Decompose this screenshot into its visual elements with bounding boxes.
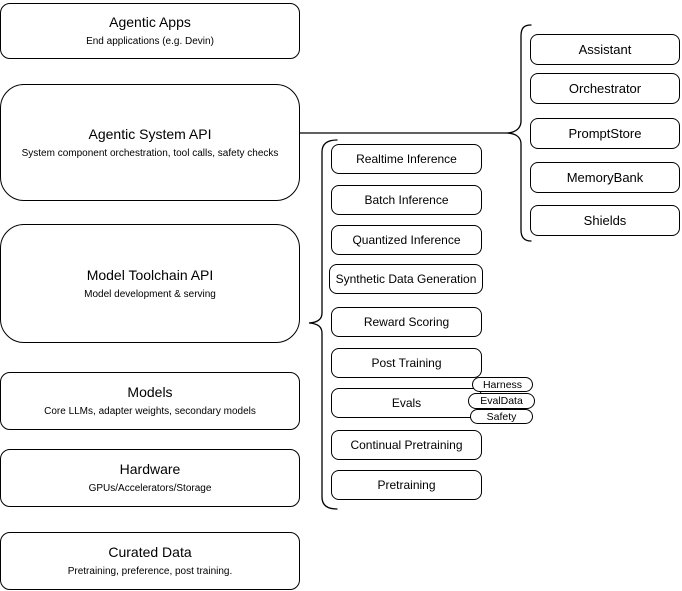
node-agentic-system-api: Agentic System API System component orch… — [0, 84, 300, 201]
node-memorybank: MemoryBank — [530, 162, 680, 193]
node-shields: Shields — [530, 205, 680, 236]
node-orchestrator: Orchestrator — [530, 73, 680, 104]
tag-evaldata: EvalData — [468, 393, 535, 409]
tag-safety: Safety — [470, 409, 533, 424]
node-reward-scoring: Reward Scoring — [331, 307, 482, 337]
node-hardware: Hardware GPUs/Accelerators/Storage — [0, 449, 300, 507]
node-continual-pretraining: Continual Pretraining — [331, 430, 482, 460]
node-subtitle: GPUs/Accelerators/Storage — [88, 483, 212, 494]
node-promptstore: PromptStore — [530, 118, 680, 149]
node-title: Curated Data — [108, 544, 192, 560]
node-models: Models Core LLMs, adapter weights, secon… — [0, 372, 300, 430]
node-subtitle: Pretraining, preference, post training. — [67, 566, 233, 577]
node-subtitle: Model development & serving — [84, 288, 216, 300]
node-synthetic-data-generation: Synthetic Data Generation — [329, 264, 483, 294]
node-title: Models — [127, 384, 173, 400]
node-subtitle: End applications (e.g. Devin) — [86, 36, 214, 47]
system-components-brace — [506, 24, 532, 242]
node-subtitle: System component orchestration, tool cal… — [21, 147, 279, 159]
node-quantized-inference: Quantized Inference — [331, 225, 482, 255]
tag-harness: Harness — [472, 377, 533, 392]
node-post-training: Post Training — [331, 348, 482, 378]
node-subtitle: Core LLMs, adapter weights, secondary mo… — [44, 406, 256, 417]
node-batch-inference: Batch Inference — [331, 185, 482, 215]
node-curated-data: Curated Data Pretraining, preference, po… — [0, 532, 300, 590]
node-title: Agentic Apps — [109, 14, 191, 30]
node-title: Agentic System API — [88, 125, 212, 142]
node-assistant: Assistant — [530, 34, 680, 65]
node-agentic-apps: Agentic Apps End applications (e.g. Devi… — [0, 3, 300, 59]
node-model-toolchain-api: Model Toolchain API Model development & … — [0, 224, 300, 343]
node-evals: Evals — [331, 388, 482, 418]
node-pretraining: Pretraining — [331, 470, 482, 500]
node-title: Model Toolchain API — [86, 266, 214, 283]
node-title: Hardware — [119, 461, 181, 477]
node-realtime-inference: Realtime Inference — [331, 144, 482, 174]
